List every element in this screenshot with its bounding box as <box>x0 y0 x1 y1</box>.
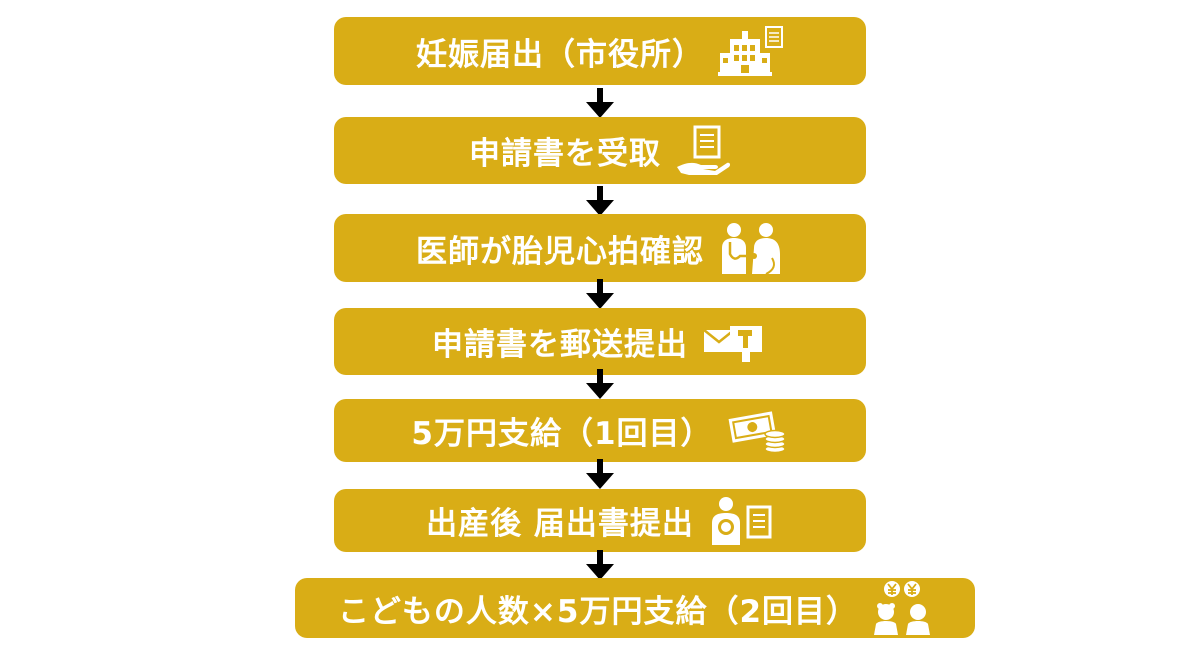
step-label: 医師が胎児心拍確認 <box>416 233 704 270</box>
flow-step-4: 申請書を郵送提出 <box>334 308 866 375</box>
doctor-stethoscope-icon <box>718 220 784 276</box>
children-yen-icon <box>872 580 932 636</box>
step-label: 5万円支給（1回目） <box>411 416 713 452</box>
hand-receive-document-icon <box>675 125 731 177</box>
city-hall-icon <box>718 25 784 77</box>
mail-postbox-icon <box>702 322 768 362</box>
flow-step-3: 医師が胎児心拍確認 <box>334 214 866 282</box>
flow-arrow-5 <box>586 459 614 489</box>
cash-coins-icon <box>727 409 789 453</box>
flow-step-7: こどもの人数×5万円支給（2回目） <box>295 578 975 638</box>
flow-step-1: 妊娠届出（市役所） <box>334 17 866 85</box>
mother-baby-document-icon <box>708 495 774 547</box>
step-label: こどもの人数×5万円支給（2回目） <box>337 593 859 630</box>
flow-arrow-6 <box>586 550 614 580</box>
flow-arrow-4 <box>586 369 614 399</box>
step-label: 申請書を受取 <box>469 136 661 172</box>
flow-arrow-3 <box>586 279 614 309</box>
flow-arrow-2 <box>586 186 614 216</box>
step-label: 出産後 届出書提出 <box>426 506 694 542</box>
step-label: 妊娠届出（市役所） <box>416 36 704 73</box>
flow-step-5: 5万円支給（1回目） <box>334 399 866 462</box>
flow-step-2: 申請書を受取 <box>334 117 866 184</box>
step-label: 申請書を郵送提出 <box>432 327 688 363</box>
flow-step-6: 出産後 届出書提出 <box>334 489 866 552</box>
flow-arrow-1 <box>586 88 614 118</box>
